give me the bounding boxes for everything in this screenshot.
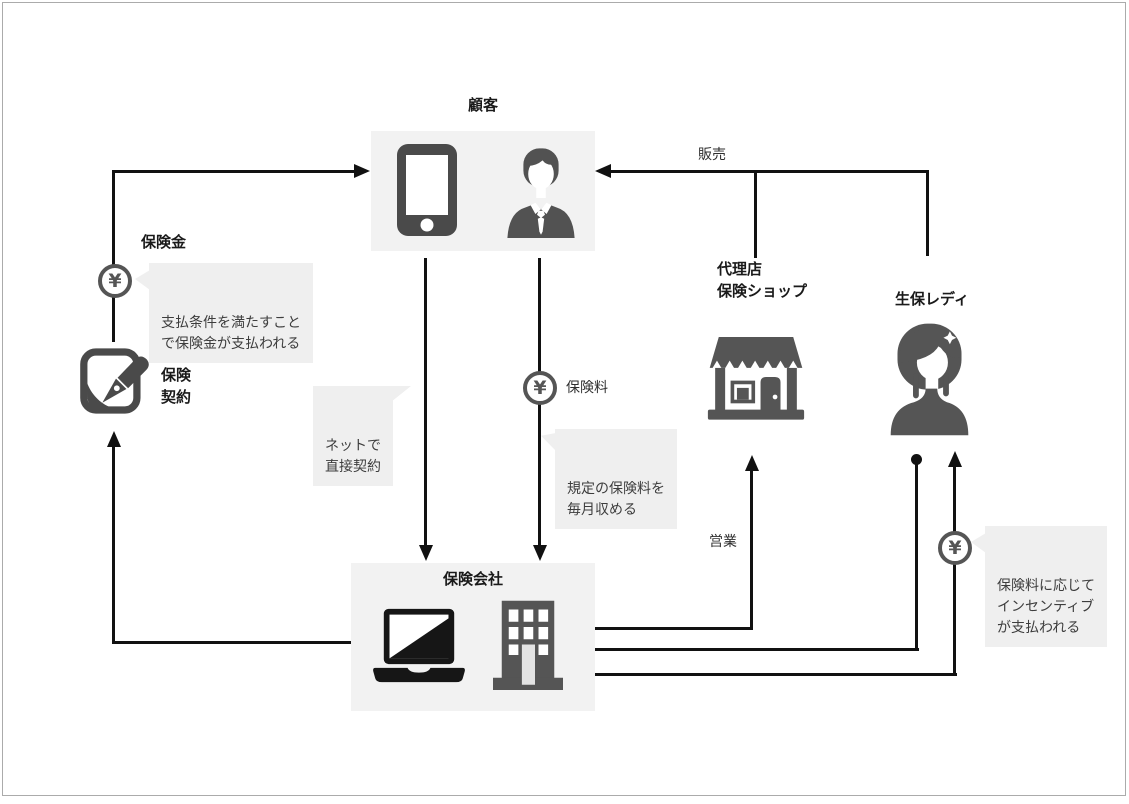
benefit-label: 保険金 — [141, 233, 187, 251]
connector-line — [112, 170, 115, 342]
office-building-icon — [483, 599, 573, 697]
callout-pointer — [391, 386, 411, 402]
connector-line — [424, 258, 427, 547]
sales-edge-label: 販売 — [698, 147, 726, 163]
agency-label: 代理店 保険ショップ — [717, 260, 808, 300]
connector-line — [595, 627, 753, 630]
woman-icon — [881, 317, 978, 437]
arrowhead — [354, 164, 370, 178]
net-contract-callout-text: ネットで 直接契約 — [325, 438, 381, 475]
insurance-company-box: 保険会社 — [351, 563, 595, 711]
customer-box — [371, 131, 595, 251]
arrowhead — [745, 455, 759, 471]
callout-pointer — [541, 433, 556, 451]
connector-line — [112, 170, 358, 173]
callout-pointer — [135, 270, 150, 290]
yen-icon: ¥ — [938, 531, 972, 565]
premium-callout: 規定の保険料を 毎月収める — [541, 429, 677, 529]
benefit-callout-text: 支払条件を満たすこと で保険金が支払われる — [161, 315, 301, 352]
arrowhead — [948, 451, 962, 467]
customer-label: 顧客 — [467, 96, 498, 114]
connector-line — [593, 648, 919, 651]
arrowhead — [595, 164, 611, 178]
arrowhead — [107, 431, 121, 447]
connector-line — [112, 641, 352, 644]
arrowhead — [419, 545, 433, 561]
connector-line — [609, 170, 929, 173]
net-contract-callout: ネットで 直接契約 — [313, 386, 411, 486]
line-end-dot — [911, 454, 922, 465]
sales-lady-label: 生保レディ — [895, 290, 969, 308]
contract-pen-icon — [79, 339, 153, 423]
shop-icon — [697, 325, 815, 429]
businessman-icon — [501, 137, 581, 243]
connector-line — [593, 673, 957, 676]
contract-label: 保険 契約 — [161, 366, 192, 406]
incentive-callout: 保険料に応じて インセンティブ が支払われる — [971, 526, 1107, 647]
yen-icon: ¥ — [98, 264, 132, 298]
premium-callout-text: 規定の保険料を 毎月収める — [567, 481, 665, 518]
premium-edge-label: 保険料 — [566, 380, 608, 396]
connector-line — [953, 465, 956, 676]
sales-activity-edge-label: 営業 — [709, 534, 737, 550]
incentive-callout-text: 保険料に応じて インセンティブ が支払われる — [997, 578, 1095, 636]
connector-line — [112, 445, 115, 644]
callout-pointer — [971, 533, 986, 553]
insurance-company-label: 保険会社 — [442, 570, 503, 588]
arrowhead — [533, 545, 547, 561]
connector-line — [754, 170, 757, 258]
diagram-canvas: 保険会社 — [3, 3, 1125, 795]
smartphone-icon — [394, 141, 460, 239]
connector-line — [926, 170, 929, 256]
yen-icon: ¥ — [523, 371, 557, 405]
connector-line — [750, 469, 753, 630]
laptop-icon — [371, 607, 467, 685]
benefit-callout: 支払条件を満たすこと で保険金が支払われる — [135, 263, 313, 363]
connector-line — [915, 463, 918, 651]
